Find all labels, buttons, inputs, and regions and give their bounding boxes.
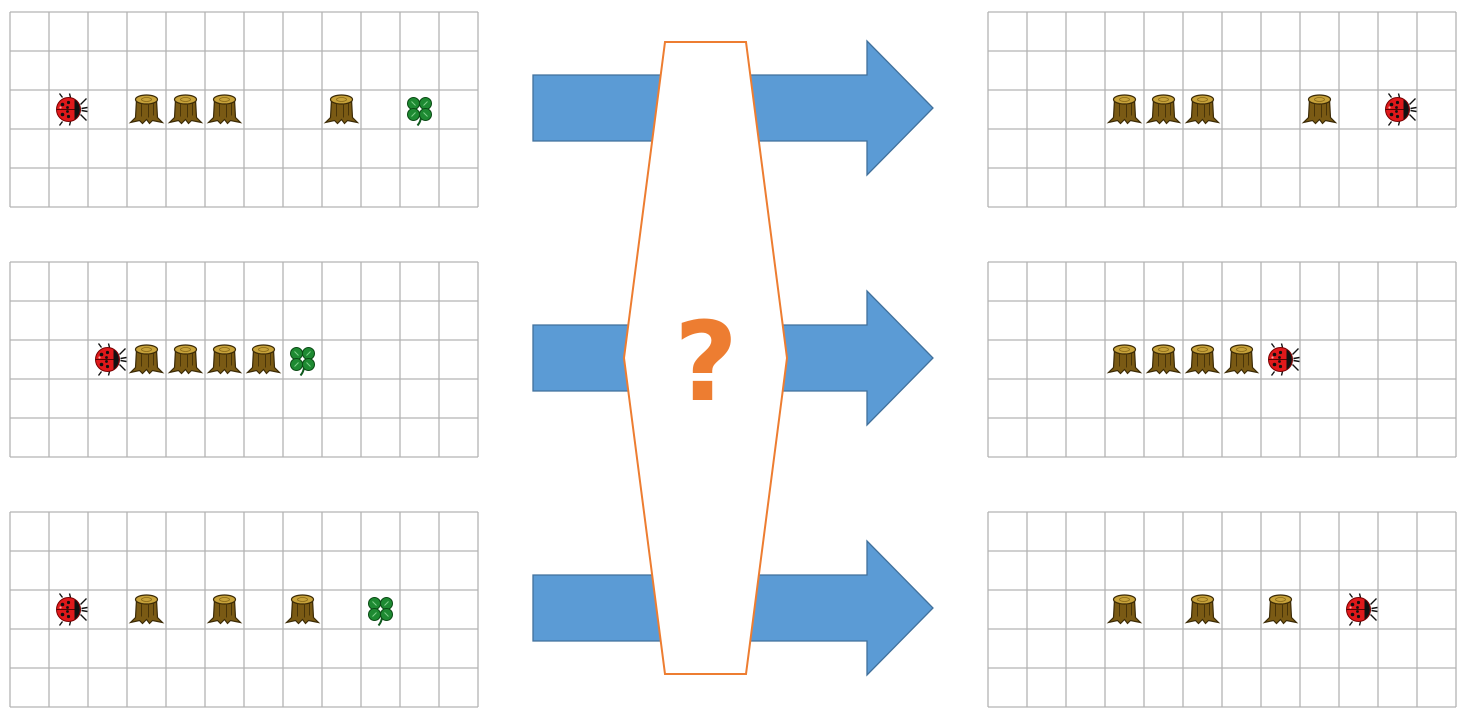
grid-before-2 xyxy=(9,261,479,458)
grid-after-3 xyxy=(987,511,1457,708)
grid-before-1 xyxy=(9,11,479,208)
stump-icon xyxy=(1107,94,1142,125)
ladybug-icon xyxy=(1384,92,1418,127)
grid-after-1 xyxy=(987,11,1457,208)
unknown-rule-hexagon xyxy=(622,41,789,675)
clover-icon xyxy=(406,96,433,127)
ladybug-icon xyxy=(94,342,128,377)
clover-icon xyxy=(367,596,394,627)
stump-icon xyxy=(207,344,242,375)
stump-icon xyxy=(207,94,242,125)
stump-icon xyxy=(246,344,281,375)
question-mark: ? xyxy=(674,298,738,426)
ladybug-icon xyxy=(1267,342,1301,377)
stump-icon xyxy=(1263,594,1298,625)
stump-icon xyxy=(1107,594,1142,625)
stump-icon xyxy=(129,344,164,375)
stump-icon xyxy=(1302,94,1337,125)
stump-icon xyxy=(1146,344,1181,375)
stump-icon xyxy=(1146,94,1181,125)
stump-icon xyxy=(1107,344,1142,375)
stump-icon xyxy=(129,594,164,625)
grid-before-3 xyxy=(9,511,479,708)
stump-icon xyxy=(1185,94,1220,125)
stump-icon xyxy=(168,94,203,125)
ladybug-icon xyxy=(55,592,89,627)
ladybug-icon xyxy=(1345,592,1379,627)
ladybug-icon xyxy=(55,92,89,127)
stump-icon xyxy=(129,94,164,125)
grid-after-2 xyxy=(987,261,1457,458)
clover-icon xyxy=(289,346,316,377)
stump-icon xyxy=(1185,344,1220,375)
stump-icon xyxy=(1185,594,1220,625)
stump-icon xyxy=(1224,344,1259,375)
stump-icon xyxy=(207,594,242,625)
stump-icon xyxy=(168,344,203,375)
stump-icon xyxy=(324,94,359,125)
stump-icon xyxy=(285,594,320,625)
